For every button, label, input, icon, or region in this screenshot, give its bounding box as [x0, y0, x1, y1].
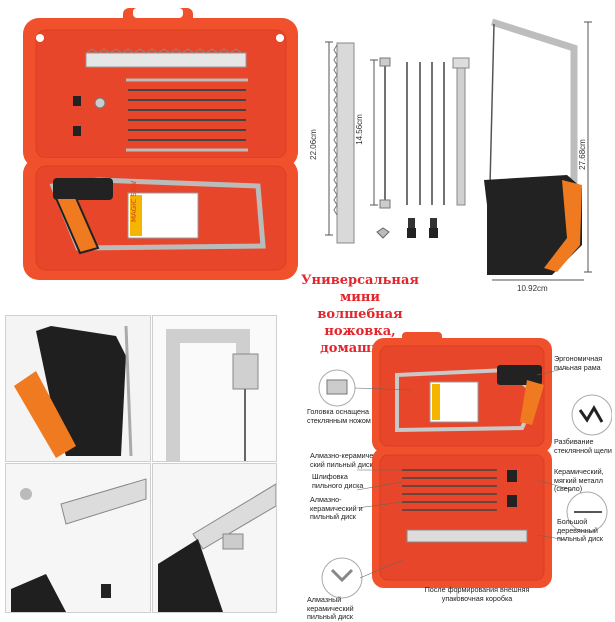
dimension-blade-length: 22.06cm [308, 129, 318, 160]
dimension-blade-short: 14.56cm [354, 114, 364, 145]
callout-diamond-disc: Алмазно-керамиче ский пильный диск [310, 451, 374, 469]
callout-ergonomic-frame: Эргономичная пильная рама [554, 354, 603, 372]
annotated-case-photo: Эргономичная пильная рама Головка оснаще… [282, 330, 612, 621]
case-label: MAGIC SAW [130, 181, 138, 222]
title-line-1: Универсальная мини [301, 273, 419, 305]
dimension-frame-width: 10.92cm [517, 284, 548, 293]
callout-polish-disc: Шлифовка пильного диска [312, 472, 364, 490]
detail-photo-frame-corner [152, 315, 277, 462]
callout-diamond-disc-2: Алмазно-керамический и пильный диск [310, 495, 363, 521]
callout-split-glass: Разбивание стеклянной щели [554, 437, 612, 455]
detail-photo-blade-install [152, 463, 277, 613]
detail-photo-blade-assembly [5, 463, 151, 613]
title-line-2: волшебная ножовка, [317, 307, 403, 339]
parts-diagram: 22.06cm 14.56cm 27.68cm 10.92cm [308, 10, 612, 300]
callout-head-glass-knife: Головка оснащена стеклянным ножом [307, 407, 371, 425]
dimension-frame-height: 27.68cm [577, 139, 587, 170]
callout-packaging: После формирования внешняя упаковочная к… [424, 585, 530, 603]
callout-ceramic-soft-metal: Керамический, мягкий металл (сверло) [554, 467, 604, 493]
callout-diamond-ceramic-bottom: Алмазный керамический пильный диск [307, 595, 354, 621]
callout-big-wood-disc: Большой деревянный пильный диск [557, 517, 603, 543]
detail-photo-grip [5, 315, 151, 462]
case-photo-top: MAGIC SAW [18, 8, 303, 283]
